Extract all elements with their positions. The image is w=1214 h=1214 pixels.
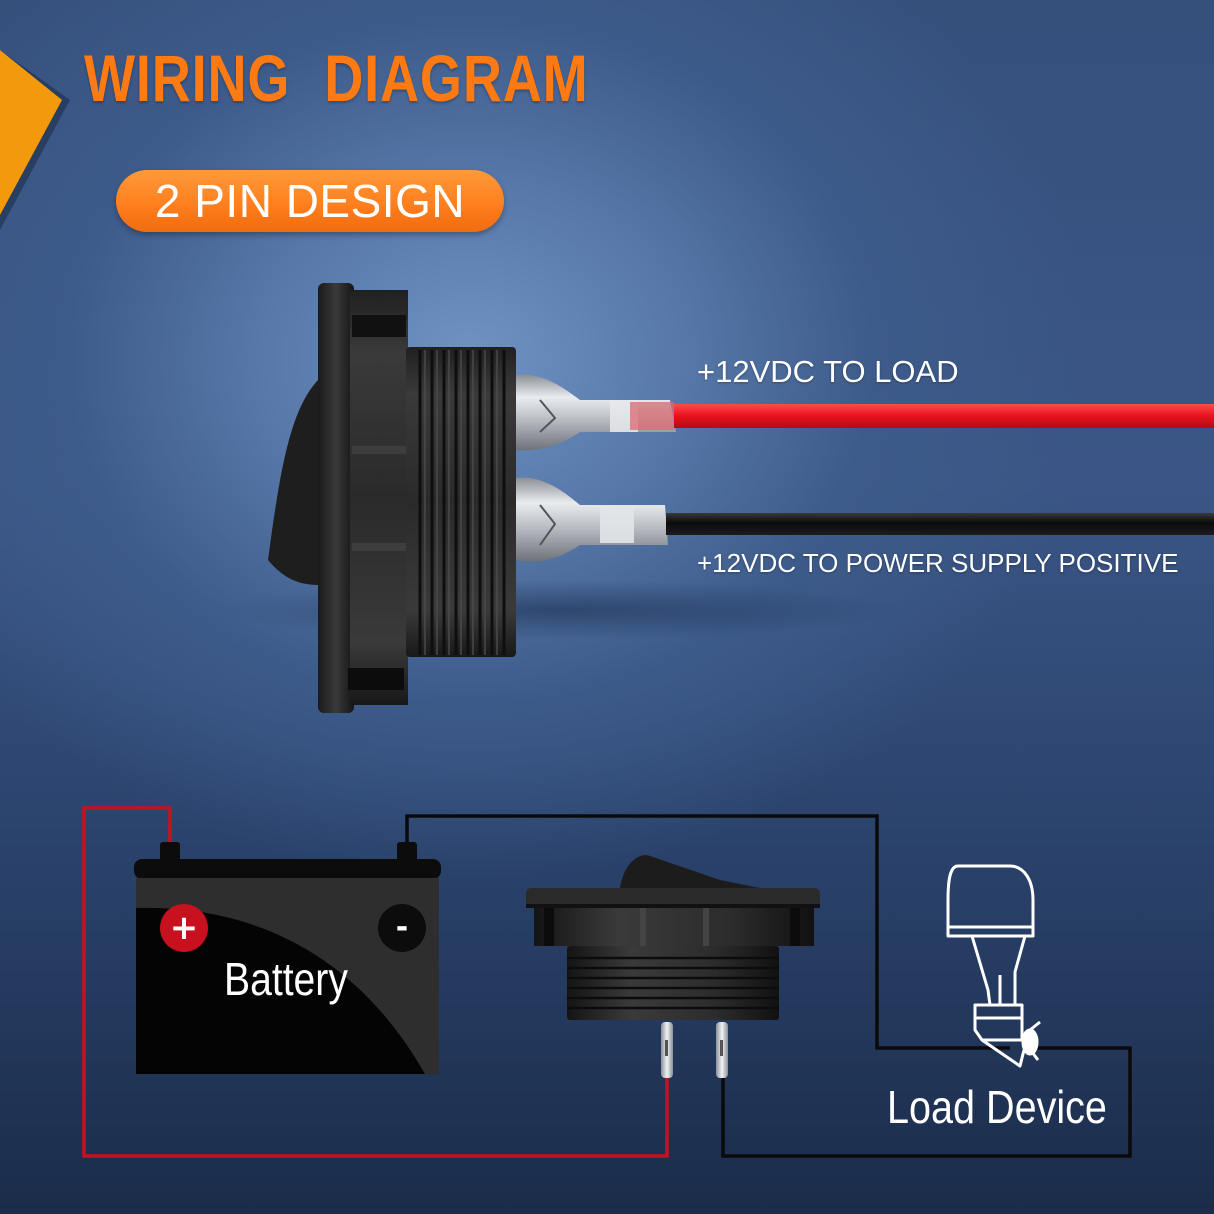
battery-positive-terminal: + [160, 904, 208, 952]
outboard-motor-icon [946, 864, 1041, 1068]
battery-label: Battery [224, 953, 348, 1005]
pin-design-label: 2 PIN DESIGN [154, 175, 466, 227]
load-device-label: Load Device [887, 1081, 1107, 1133]
battery-negative-terminal: - [378, 904, 426, 952]
label-supply-wire: +12VDC TO POWER SUPPLY POSITIVE [697, 548, 1179, 578]
negative-wire-top [405, 814, 1010, 1050]
pin-design-badge: 2 PIN DESIGN [116, 170, 504, 232]
negative-wire-bottom [721, 1046, 1132, 1158]
schematic-switch-icon [526, 855, 820, 1078]
positive-wire [82, 806, 669, 1158]
page-title: WIRING DIAGRAM [84, 41, 589, 115]
label-load-wire: +12VDC TO LOAD [697, 354, 959, 389]
